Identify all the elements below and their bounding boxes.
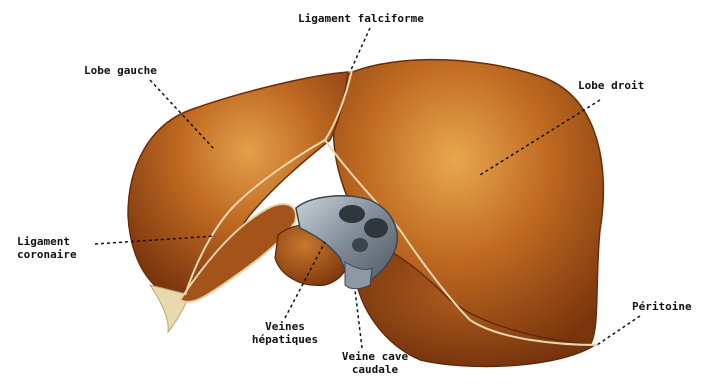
leader-peritoine: [597, 316, 640, 345]
hepatic-vein-opening-3: [352, 238, 368, 252]
leader-falciforme: [350, 28, 370, 72]
hepatic-vein-opening-1: [339, 205, 365, 223]
label-veine-cave-line1: Veine cave: [330, 350, 420, 363]
label-veines-line1: Veines: [240, 320, 330, 333]
label-ligament-coronaire: Ligament coronaire: [17, 235, 77, 261]
label-veines-line2: hépatiques: [240, 333, 330, 346]
label-veine-cave-line2: caudale: [330, 363, 420, 376]
label-veine-cave-caudale: Veine cave caudale: [330, 350, 420, 376]
label-lobe-droit: Lobe droit: [578, 79, 644, 92]
hepatic-vein-opening-2: [364, 218, 388, 238]
label-lobe-gauche: Lobe gauche: [84, 64, 157, 77]
label-ligament-falciforme: Ligament falciforme: [298, 12, 424, 25]
label-ligament-coronaire-line2: coronaire: [17, 248, 77, 261]
label-ligament-coronaire-line1: Ligament: [17, 235, 77, 248]
label-peritoine: Péritoine: [632, 300, 692, 313]
label-veines-hepatiques: Veines hépatiques: [240, 320, 330, 346]
